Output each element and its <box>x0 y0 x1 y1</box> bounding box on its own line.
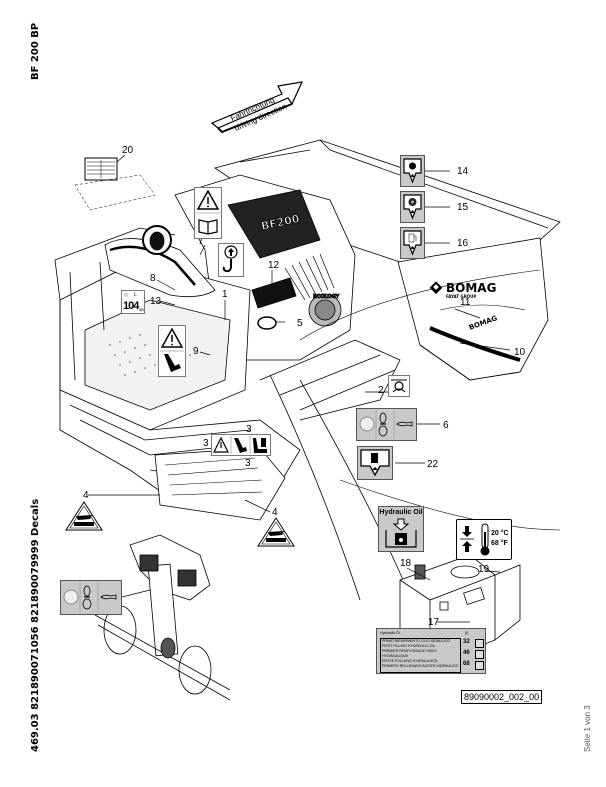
fill-checkbox-46 <box>475 650 484 659</box>
lashing-point-icon <box>391 379 407 393</box>
crush-hazard-icon <box>213 436 267 454</box>
callout-12: 12 <box>268 260 280 271</box>
sound-icon: ◎ <box>124 292 129 298</box>
callout-3a: 3 <box>246 424 252 435</box>
sound-power-prefix: L <box>134 292 137 298</box>
callout-8: 8 <box>150 273 156 284</box>
hand-crush-icon <box>160 327 184 372</box>
callout-3b: 3 <box>203 438 209 449</box>
paver-body: BF200 ECOLOGY <box>54 139 561 621</box>
bomag-logo-text: BOMAG <box>446 281 496 295</box>
info-plate-decal <box>74 157 156 211</box>
coolant-arrow-icon <box>403 194 422 220</box>
callout-9: 9 <box>193 346 199 357</box>
fill-table-unit: (l) <box>465 631 469 635</box>
ecology-badge-text: ECOLOGY <box>313 294 340 300</box>
diesel-filler-decal <box>400 227 425 259</box>
grease-point-decal-main <box>356 408 417 441</box>
callout-3c: 3 <box>245 458 251 469</box>
grease-point-icon <box>63 582 117 613</box>
callout-10: 10 <box>514 347 526 358</box>
coolant-filler-decal <box>400 191 425 223</box>
callout-7: 7 <box>198 236 204 247</box>
temperature-fahrenheit: 68 °F <box>491 540 508 547</box>
drawing-number: 89090002_002_00 <box>461 690 543 704</box>
fill-table-row: ERSTE FÜLLUNG HYDRAULIKÖL <box>382 659 439 663</box>
lifting-hook-icon <box>222 245 238 273</box>
callout-13: 13 <box>150 296 162 307</box>
callout-4a: 4 <box>83 490 89 501</box>
callout-14: 14 <box>457 166 469 177</box>
callout-20: 20 <box>122 145 134 156</box>
callout-2: 2 <box>378 385 384 396</box>
fill-checkbox-32 <box>475 639 484 648</box>
fill-table-text-block: PRIMO RIEMPIMENTO OLIO IDRAULICO FIRST F… <box>380 638 461 673</box>
sound-power-value: 104 <box>123 300 139 312</box>
callout-17: 17 <box>428 617 440 628</box>
fill-table-header: Hydraulik-Öl <box>380 631 400 635</box>
callout-22: 22 <box>427 459 439 470</box>
water-tank-arrow-icon <box>360 449 390 477</box>
water-filler-decal <box>357 446 393 480</box>
callout-19: 19 <box>478 564 490 575</box>
fill-checkbox-68 <box>475 661 484 670</box>
warning-triangle-icon <box>196 189 220 235</box>
sound-power-suffix: dB <box>139 307 144 312</box>
callout-4b: 4 <box>272 507 278 518</box>
fuel-pump-arrow-icon <box>403 230 422 256</box>
fill-value-46: 46 <box>463 650 470 656</box>
fill-table-row: PRIMO RIEMPIMENTO OLIO IDRAULICO <box>382 639 451 643</box>
hand-crush-warning-decal <box>158 325 186 377</box>
fill-table-row: PRIMERO RELLENADO ACEITE HIDRAULICO <box>382 664 459 668</box>
fill-table-row: FIRST FILLING HYDRAULIC OIL <box>382 644 436 648</box>
fill-value-68: 68 <box>463 661 470 667</box>
grease-point-decal-auger <box>60 580 122 615</box>
oil-can-arrow-icon <box>403 158 422 184</box>
callout-6a: 6 <box>443 420 449 431</box>
hot-surface-warning-decal-right <box>257 517 295 547</box>
hydraulic-oil-decal: Hydraulic Oil <box>378 506 424 552</box>
callout-18: 18 <box>400 558 412 569</box>
callout-1: 1 <box>222 289 228 300</box>
temperature-celsius: 20 °C <box>491 530 509 537</box>
read-manual-warning-decal <box>194 187 222 239</box>
grease-point-icon <box>359 410 413 439</box>
bomag-logo-subtitle: FAYAT GROUP <box>446 294 476 299</box>
hot-surface-warning-decal-left <box>65 501 103 531</box>
lashing-point-decal <box>388 375 410 397</box>
lifting-hook-decal <box>218 243 244 277</box>
hydraulic-oil-title: Hydraulic Oil <box>379 509 423 516</box>
hydraulic-oil-fill-icon <box>385 518 417 548</box>
callout-11: 11 <box>460 297 471 308</box>
crush-hazard-warning-decal <box>211 434 271 456</box>
callout-16: 16 <box>457 238 469 249</box>
hydraulic-fill-table-decal: Hydraulik-Öl (l) PRIMO RIEMPIMENTO OLIO … <box>376 628 486 674</box>
oil-temperature-decal: 20 °C 68 °F <box>456 519 512 560</box>
engine-oil-filler-decal <box>400 155 425 187</box>
callout-15: 15 <box>457 202 469 213</box>
callout-5: 5 <box>297 318 303 329</box>
fill-value-32: 32 <box>463 639 470 645</box>
thermometer-icon <box>460 523 490 556</box>
fill-table-row: PREMIER REMPLISSAGE HUILE HYDRAULIQUE <box>382 649 437 658</box>
auger-assembly <box>94 534 231 701</box>
driving-direction-arrow: Fahrtrichtung driving direction <box>210 81 304 134</box>
sound-power-level-decal: ◎ L 104 dB <box>121 290 145 314</box>
